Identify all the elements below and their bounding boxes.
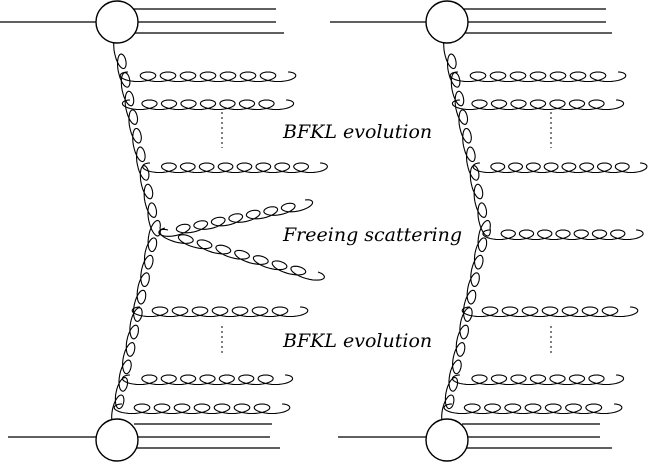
left-top-lines [0,8,284,34]
freeing-label: Freeing scattering [282,224,462,246]
right-bottom-blob [425,418,469,462]
bfkl-top-label: BFKL evolution [282,121,432,143]
right-rung-1-gluon [449,71,627,83]
right-rung-5-gluon [451,374,625,386]
left-top-blob [95,0,139,44]
left-rung-3-gluon [142,162,328,174]
right-free-gluon [482,229,644,241]
right-ladder-lower-gluon [441,219,491,427]
right-bottom-lines [338,423,612,449]
right-rung-6-gluon [443,403,623,415]
right-rung-3-gluon [472,162,648,174]
left-rung-6-gluon [113,403,291,415]
gluon-lines [111,34,648,427]
right-rung-4-gluon [461,306,639,318]
left-rung-2-gluon [121,99,295,111]
bfkl-bottom-label: BFKL evolution [282,330,432,352]
left-rung-1-gluon [119,71,297,83]
left-ladder-lower-gluon [111,219,161,427]
right-top-blob [425,0,469,44]
right-top-lines [330,8,612,34]
right-rung-2-gluon [451,99,625,111]
right-ladder-upper-gluon [443,34,491,237]
left-bottom-lines [8,423,280,449]
left-free-upper-gluon [158,199,314,237]
left-rung-5-gluon [121,374,294,386]
left-bottom-blob [95,418,139,462]
left-ladder-upper-gluon [113,34,161,237]
left-rung-4-gluon [131,306,309,318]
left-free-lower-gluon [159,228,325,281]
